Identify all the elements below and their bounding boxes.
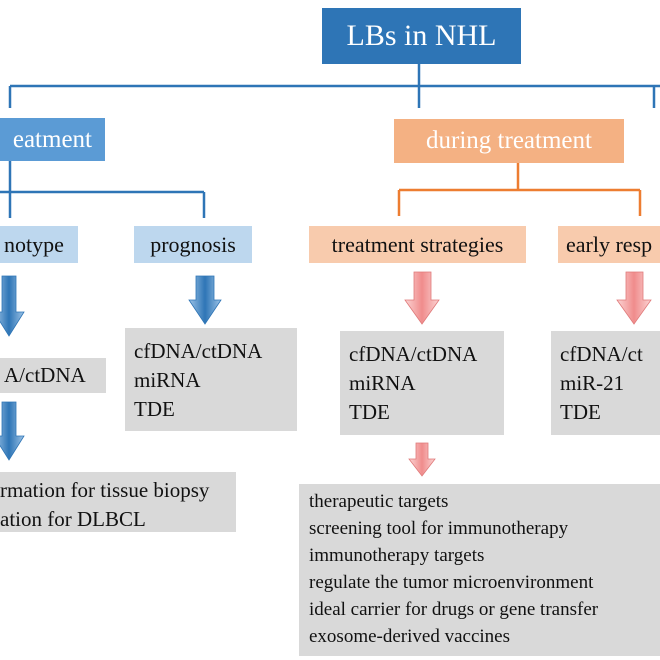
- genotype-node: notype: [0, 226, 78, 263]
- pink-arrow-details: [408, 442, 436, 477]
- during-treatment-header: during treatment: [394, 119, 624, 163]
- genotype-detail-line: ation for DLBCL: [0, 507, 146, 531]
- strategies-marker-box: cfDNA/ctDNA miRNA TDE: [340, 331, 504, 435]
- pre-treatment-connector: [0, 161, 206, 218]
- pink-arrow-early: [616, 271, 652, 325]
- root-connector: [8, 64, 660, 108]
- prognosis-marker-box: cfDNA/ctDNA miRNA TDE: [125, 328, 297, 431]
- pre-treatment-header: eatment: [0, 118, 105, 161]
- early-marker-line: cfDNA/ct: [560, 342, 643, 366]
- early-response-node: early resp: [558, 226, 660, 263]
- strategies-detail-line: immunotherapy targets: [309, 545, 485, 566]
- strategies-marker-line: cfDNA/ctDNA: [349, 342, 478, 366]
- blue-arrow-genotype: [0, 275, 25, 337]
- genotype-marker-box: A/ctDNA: [0, 358, 106, 393]
- genotype-detail-line: rmation for tissue biopsy: [0, 478, 210, 502]
- prognosis-marker-line: cfDNA/ctDNA: [134, 339, 263, 363]
- strategies-detail-line: screening tool for immunotherapy: [309, 518, 569, 539]
- blue-arrow-genotype-2: [0, 401, 25, 461]
- prognosis-marker-line: TDE: [134, 397, 175, 421]
- early-marker-line: TDE: [560, 400, 601, 424]
- prognosis-node: prognosis: [134, 226, 252, 263]
- early-marker-box: cfDNA/ct miR-21 TDE: [551, 331, 660, 435]
- pink-arrow-strategies: [404, 271, 440, 325]
- genotype-detail-box: rmation for tissue biopsy ation for DLBC…: [0, 472, 236, 532]
- strategies-detail-line: regulate the tumor microenvironment: [309, 572, 594, 593]
- genotype-marker-line: A/ctDNA: [4, 363, 86, 387]
- strategies-marker-line: TDE: [349, 400, 390, 424]
- early-marker-line: miR-21: [560, 371, 625, 395]
- strategies-detail-box: therapeutic targets screening tool for i…: [299, 484, 660, 656]
- during-treatment-connector: [397, 163, 642, 216]
- treatment-strategies-node: treatment strategies: [309, 226, 526, 263]
- strategies-detail-line: therapeutic targets: [309, 491, 449, 512]
- strategies-detail-line: exosome-derived vaccines: [309, 626, 510, 647]
- strategies-marker-line: miRNA: [349, 371, 416, 395]
- strategies-detail-line: ideal carrier for drugs or gene transfer: [309, 599, 599, 620]
- blue-arrow-prognosis: [188, 275, 222, 325]
- root-node: LBs in NHL: [322, 8, 521, 64]
- prognosis-marker-line: miRNA: [134, 368, 201, 392]
